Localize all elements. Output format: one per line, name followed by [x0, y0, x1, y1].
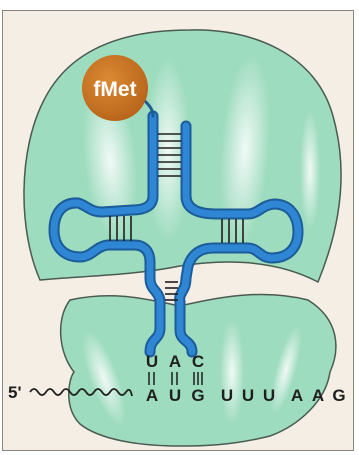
- fmet-amino-acid: fMet: [82, 55, 148, 121]
- codon-2-base-2: U: [242, 386, 254, 405]
- mrna-5-prime-label: 5': [8, 383, 22, 402]
- codon-3-base-3: G: [332, 386, 345, 405]
- codon-3-base-2: A: [312, 386, 324, 405]
- anticodon-base-2: A: [169, 352, 181, 371]
- mrna: 5' A U G U U U A A G: [8, 383, 346, 405]
- codon-1-base-1: A: [146, 386, 158, 405]
- codon-1-base-3: G: [191, 386, 204, 405]
- codon-3-base-1: A: [291, 386, 303, 405]
- codon-2-base-1: U: [221, 386, 233, 405]
- fmet-label: fMet: [93, 78, 136, 101]
- codon-1-base-2: U: [169, 386, 181, 405]
- anticodon-base-1: U: [146, 352, 158, 371]
- anticodon-base-3: C: [192, 352, 204, 371]
- anticodon: U A C: [146, 352, 204, 371]
- codon-2-base-3: U: [263, 386, 275, 405]
